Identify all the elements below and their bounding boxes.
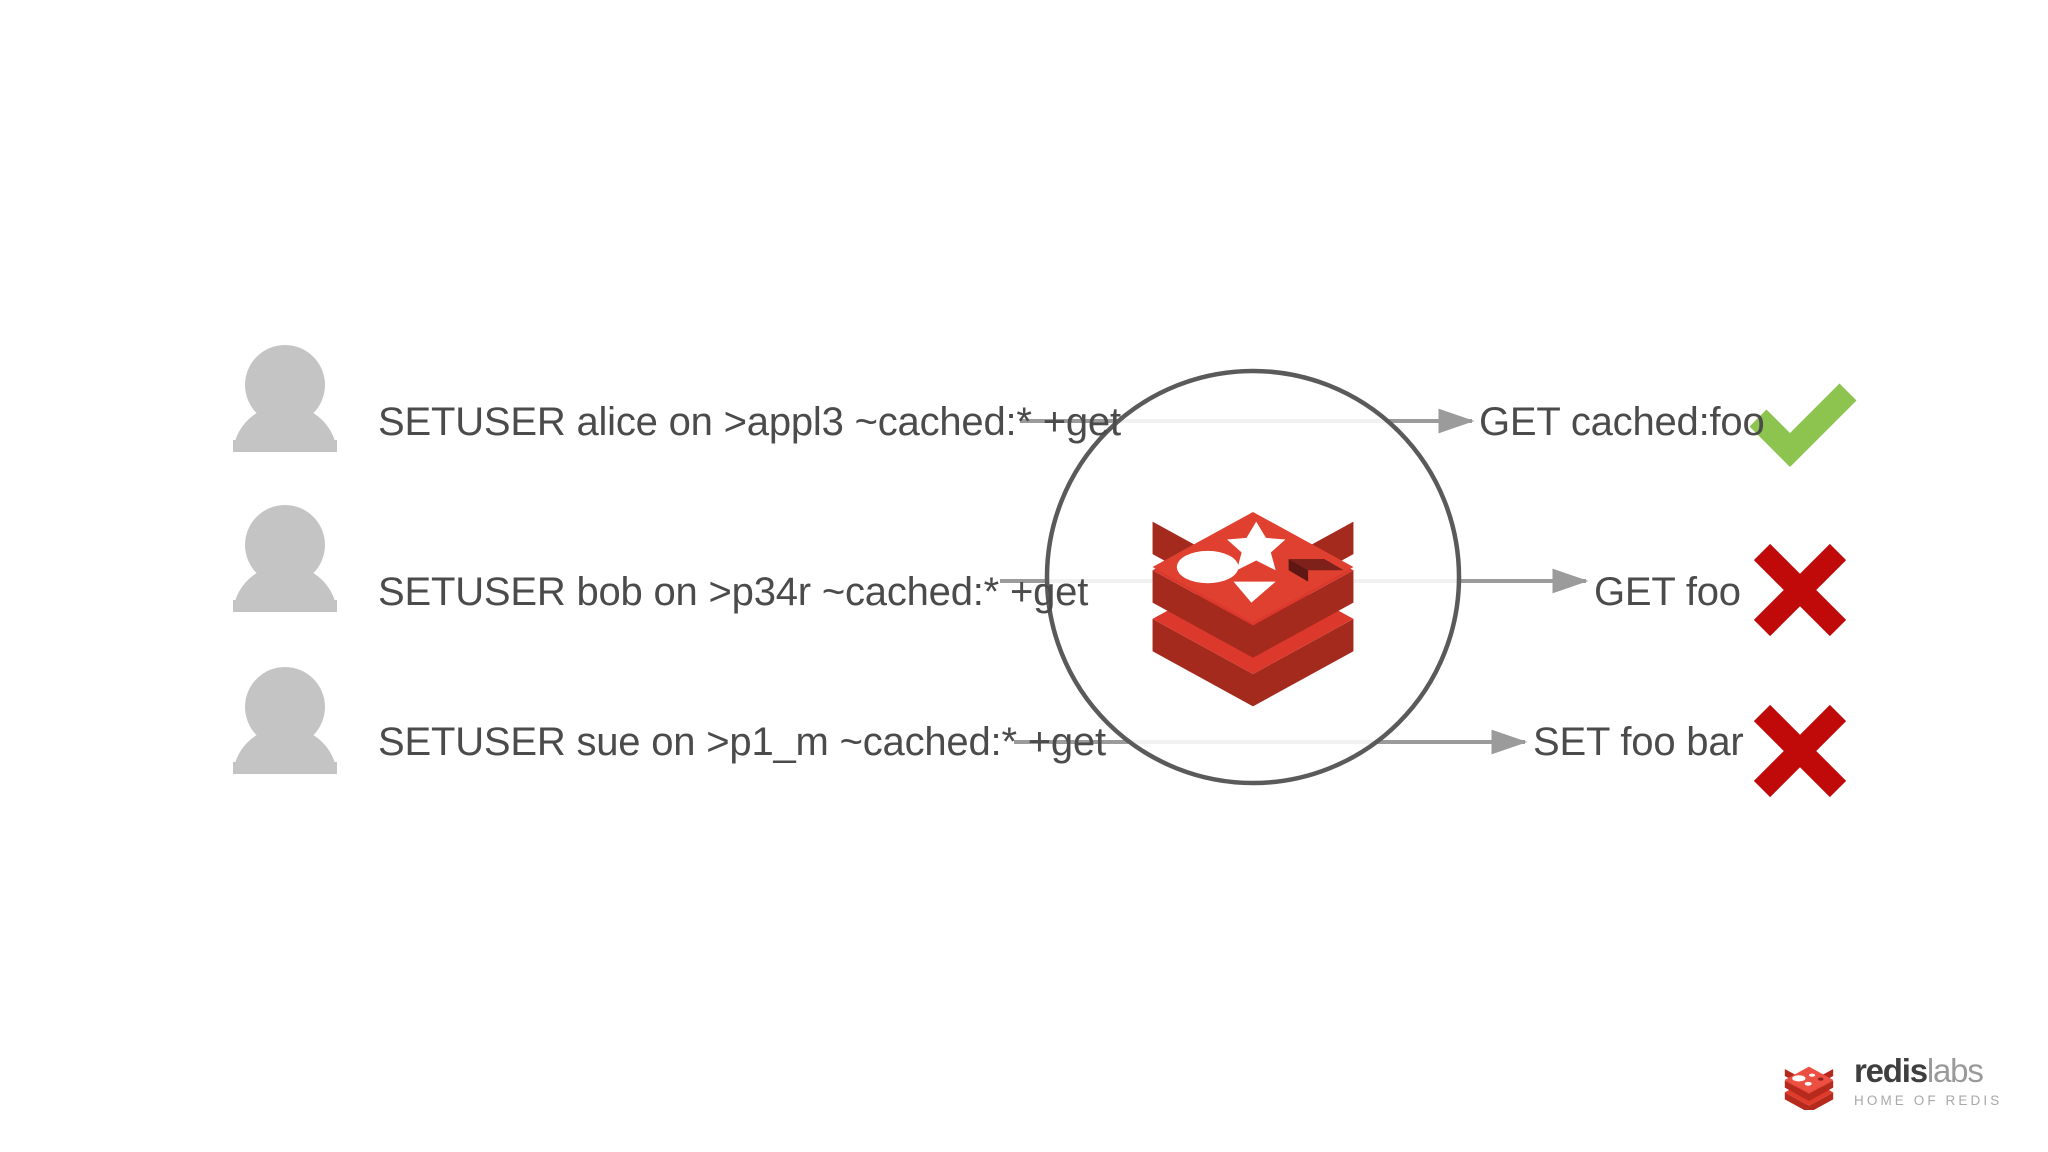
brand-name: redislabs — [1854, 1054, 2002, 1087]
brand-name-primary: redis — [1854, 1052, 1928, 1090]
brand-name-secondary: labs — [1926, 1052, 1984, 1090]
redis-logo-icon — [1152, 511, 1354, 707]
acl-command-row1: SETUSER alice on >appl3 ~cached:* +get — [378, 400, 1121, 444]
client-command-row2: GET foo — [1594, 570, 1741, 614]
brand-tagline: HOME OF REDIS — [1854, 1093, 2003, 1109]
check-icon-row1 — [1749, 383, 1857, 467]
redis-server-circle — [1044, 368, 1462, 786]
avatar-row2 — [233, 505, 337, 615]
acl-command-row3: SETUSER sue on >p1_m ~cached:* +get — [378, 720, 1106, 764]
redislabs-brand-lockup: redislabs HOME OF REDIS — [1778, 1052, 2002, 1110]
avatar-row3 — [233, 667, 337, 777]
brand-wordmark: redislabs HOME OF REDIS — [1854, 1054, 2002, 1108]
client-command-row3: SET foo bar — [1533, 720, 1744, 764]
acl-command-row2: SETUSER bob on >p34r ~cached:* +get — [378, 570, 1089, 614]
client-command-row1: GET cached:foo — [1479, 400, 1765, 444]
cross-icon-row3 — [1753, 704, 1847, 798]
cross-icon-row2 — [1753, 543, 1847, 637]
redis-cube-icon — [1784, 1066, 1834, 1110]
avatar-row1 — [233, 345, 337, 455]
